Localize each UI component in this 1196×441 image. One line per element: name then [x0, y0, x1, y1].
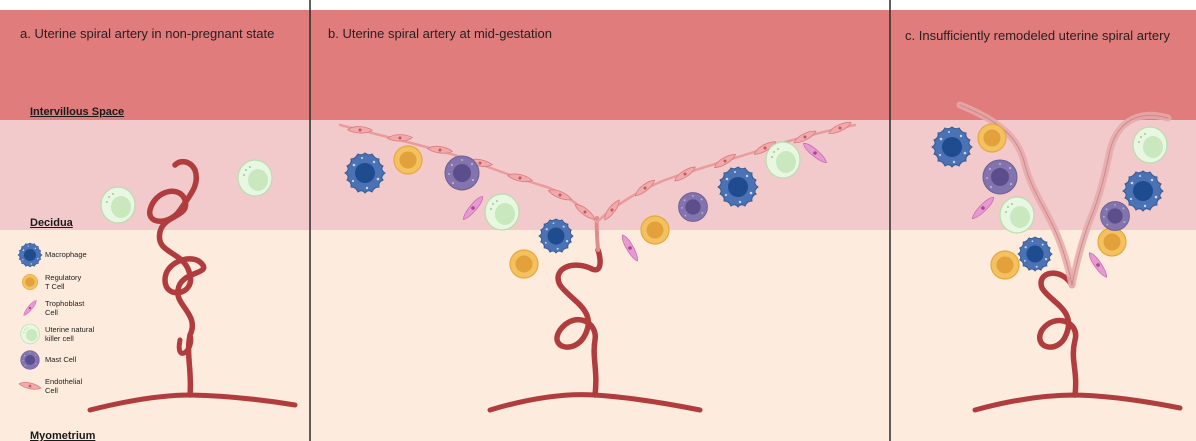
macrophage: [718, 167, 758, 207]
uterine-nk-cell: [485, 194, 519, 230]
regulatory-t-cell-icon: [22, 274, 37, 289]
intervillous-space-label: Intervillous Space: [30, 106, 124, 118]
macrophage: [1123, 171, 1163, 211]
regulatory-t-cell: [394, 146, 422, 174]
regulatory-t-cell: [1098, 228, 1126, 256]
legend-label-macrophage: Macrophage: [45, 251, 105, 260]
macrophage: [345, 153, 385, 193]
uterine-nk-cell: [766, 142, 800, 178]
panel-c-title: c. Insufficiently remodeled uterine spir…: [905, 28, 1180, 43]
legend-label-mast: Mast Cell: [45, 356, 95, 365]
macrophage: [1018, 237, 1052, 271]
legend-label-trophoblast: Trophoblast Cell: [45, 300, 85, 317]
mast-cell: [679, 193, 708, 222]
mast-cell: [445, 156, 479, 190]
uterine-nk-cell-icon: [21, 324, 40, 344]
uterine-nk-cell: [101, 187, 135, 223]
legend-label-endothelial: Endothelial Cell: [45, 378, 85, 395]
macrophage-icon: [18, 243, 42, 267]
myometrium-label: Myometrium: [30, 430, 95, 441]
regulatory-t-cell: [641, 216, 669, 244]
macrophage: [539, 219, 573, 253]
mast-cell-icon: [21, 351, 40, 370]
legend-label-unk: Uterine natural killer cell: [45, 326, 95, 343]
uterine-nk-cell: [1000, 197, 1034, 233]
mast-cell: [983, 160, 1017, 194]
uterine-nk-cell: [1133, 127, 1167, 163]
mast-cell: [1101, 202, 1130, 231]
regulatory-t-cell: [978, 124, 1006, 152]
regulatory-t-cell: [510, 250, 538, 278]
macrophage: [932, 127, 972, 167]
panel-a-title: a. Uterine spiral artery in non-pregnant…: [20, 26, 295, 41]
legend-label-treg: Regulatory T Cell: [45, 274, 79, 291]
uterine-nk-cell: [238, 160, 272, 196]
panel-b-title: b. Uterine spiral artery at mid-gestatio…: [328, 26, 848, 41]
decidua-label: Decidua: [30, 217, 73, 229]
regulatory-t-cell: [991, 251, 1019, 279]
